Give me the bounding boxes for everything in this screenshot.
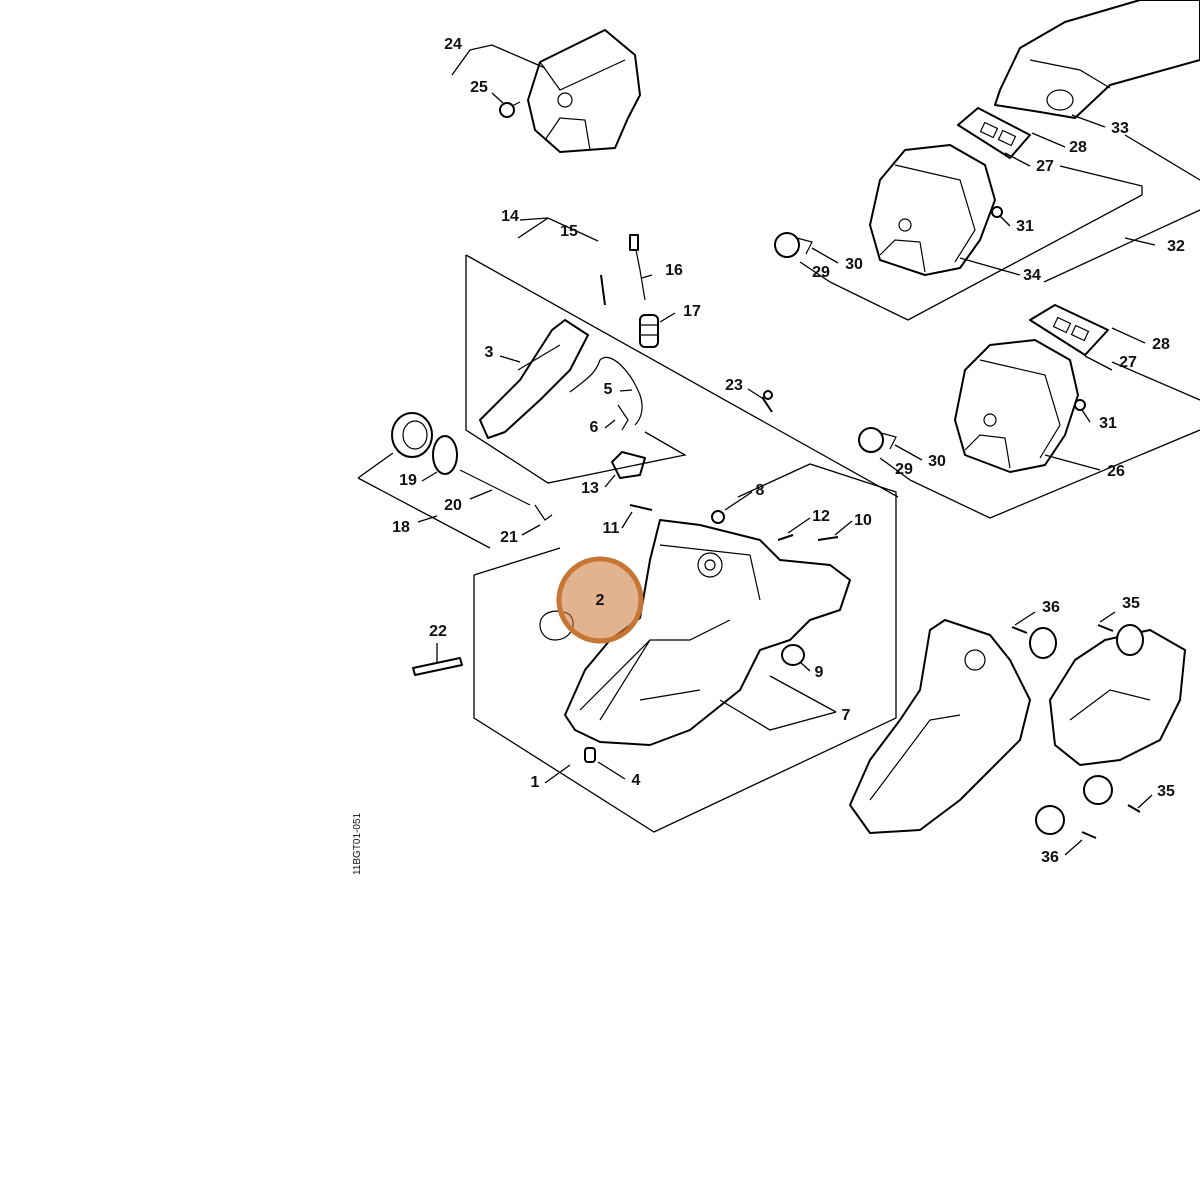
housing-part-1 xyxy=(564,519,851,746)
label-30-lower: 30 xyxy=(928,453,946,470)
label-7: 7 xyxy=(842,707,851,724)
bracket-part-13 xyxy=(611,451,646,479)
screw-part-8 xyxy=(711,510,725,524)
screw-part-31-upper xyxy=(991,206,1003,218)
label-22: 22 xyxy=(429,623,447,640)
spring-part-6 xyxy=(617,404,629,431)
label-4: 4 xyxy=(632,772,641,789)
label-8: 8 xyxy=(756,482,765,499)
label-35-upper: 35 xyxy=(1122,595,1140,612)
drawing-code: 11BGT01-051 xyxy=(352,812,363,875)
label-14: 14 xyxy=(501,208,519,225)
label-28: 28 xyxy=(1069,139,1087,156)
hose-part-5 xyxy=(569,356,643,426)
label-17: 17 xyxy=(683,303,701,320)
gasket-part-27-lower xyxy=(1029,304,1109,356)
screw-part-31-lower xyxy=(1074,399,1086,411)
label-5: 5 xyxy=(604,381,613,398)
label-24: 24 xyxy=(444,36,462,53)
nut-part-4 xyxy=(584,747,596,763)
label-12: 12 xyxy=(812,508,830,525)
label-16: 16 xyxy=(665,262,683,279)
label-10: 10 xyxy=(854,512,872,529)
shroud-part-34 xyxy=(869,144,996,276)
label-29-lower: 29 xyxy=(895,461,913,478)
screw-part-12 xyxy=(777,534,794,541)
knob-part-30-upper xyxy=(774,232,813,258)
label-13: 13 xyxy=(581,480,599,497)
label-25: 25 xyxy=(470,79,488,96)
gasket-part-27 xyxy=(957,107,1031,159)
label-35-lower: 35 xyxy=(1157,783,1175,800)
grommet-part-9 xyxy=(781,644,805,666)
mount-part-35-upper xyxy=(1097,624,1144,656)
label-1: 1 xyxy=(531,774,540,791)
label-28-lower: 28 xyxy=(1152,336,1170,353)
label-21: 21 xyxy=(500,529,518,546)
screw-part-25 xyxy=(499,101,521,118)
label-26: 26 xyxy=(1107,463,1125,480)
cover-part-24 xyxy=(527,29,641,153)
label-30: 30 xyxy=(845,256,863,273)
seal-part-20 xyxy=(432,435,458,475)
label-3: 3 xyxy=(485,344,494,361)
label-11: 11 xyxy=(603,520,620,537)
knob-part-30-lower xyxy=(858,427,897,453)
label-2: 2 xyxy=(596,592,605,609)
label-19: 19 xyxy=(399,472,417,489)
string-part-21 xyxy=(459,469,553,521)
label-20: 20 xyxy=(444,497,462,514)
label-27: 27 xyxy=(1036,158,1054,175)
housing-assembly-right xyxy=(849,619,1186,834)
carburetor-box-part-33 xyxy=(994,0,1200,119)
leader-lines xyxy=(357,44,1200,856)
label-23: 23 xyxy=(725,377,743,394)
highlight-marker xyxy=(556,556,644,644)
shroud-part-26 xyxy=(954,339,1079,473)
screw-part-11 xyxy=(629,504,653,511)
handle-part-3 xyxy=(479,319,589,439)
pick-up-part-16 xyxy=(629,234,646,301)
label-29: 29 xyxy=(812,264,830,281)
label-36-upper: 36 xyxy=(1042,599,1060,616)
label-33: 33 xyxy=(1111,120,1129,137)
label-32: 32 xyxy=(1167,238,1185,255)
label-31-lower: 31 xyxy=(1099,415,1117,432)
label-6: 6 xyxy=(590,419,599,436)
mount-part-35-lower xyxy=(1083,775,1141,813)
label-18: 18 xyxy=(392,519,410,536)
bolt-part-23 xyxy=(761,390,773,413)
label-27-lower: 27 xyxy=(1119,354,1137,371)
pin-part-14 xyxy=(600,274,606,306)
filter-part-17 xyxy=(639,314,659,348)
label-31: 31 xyxy=(1016,218,1034,235)
label-34: 34 xyxy=(1023,267,1041,284)
label-9: 9 xyxy=(815,664,824,681)
mount-part-36-upper xyxy=(1011,626,1057,659)
label-15: 15 xyxy=(560,223,578,240)
bolt-part-22 xyxy=(412,657,463,676)
label-36-lower: 36 xyxy=(1041,849,1059,866)
screw-part-10 xyxy=(817,536,839,541)
mount-part-36-lower xyxy=(1035,805,1097,839)
filler-cap-part-19 xyxy=(391,412,433,458)
